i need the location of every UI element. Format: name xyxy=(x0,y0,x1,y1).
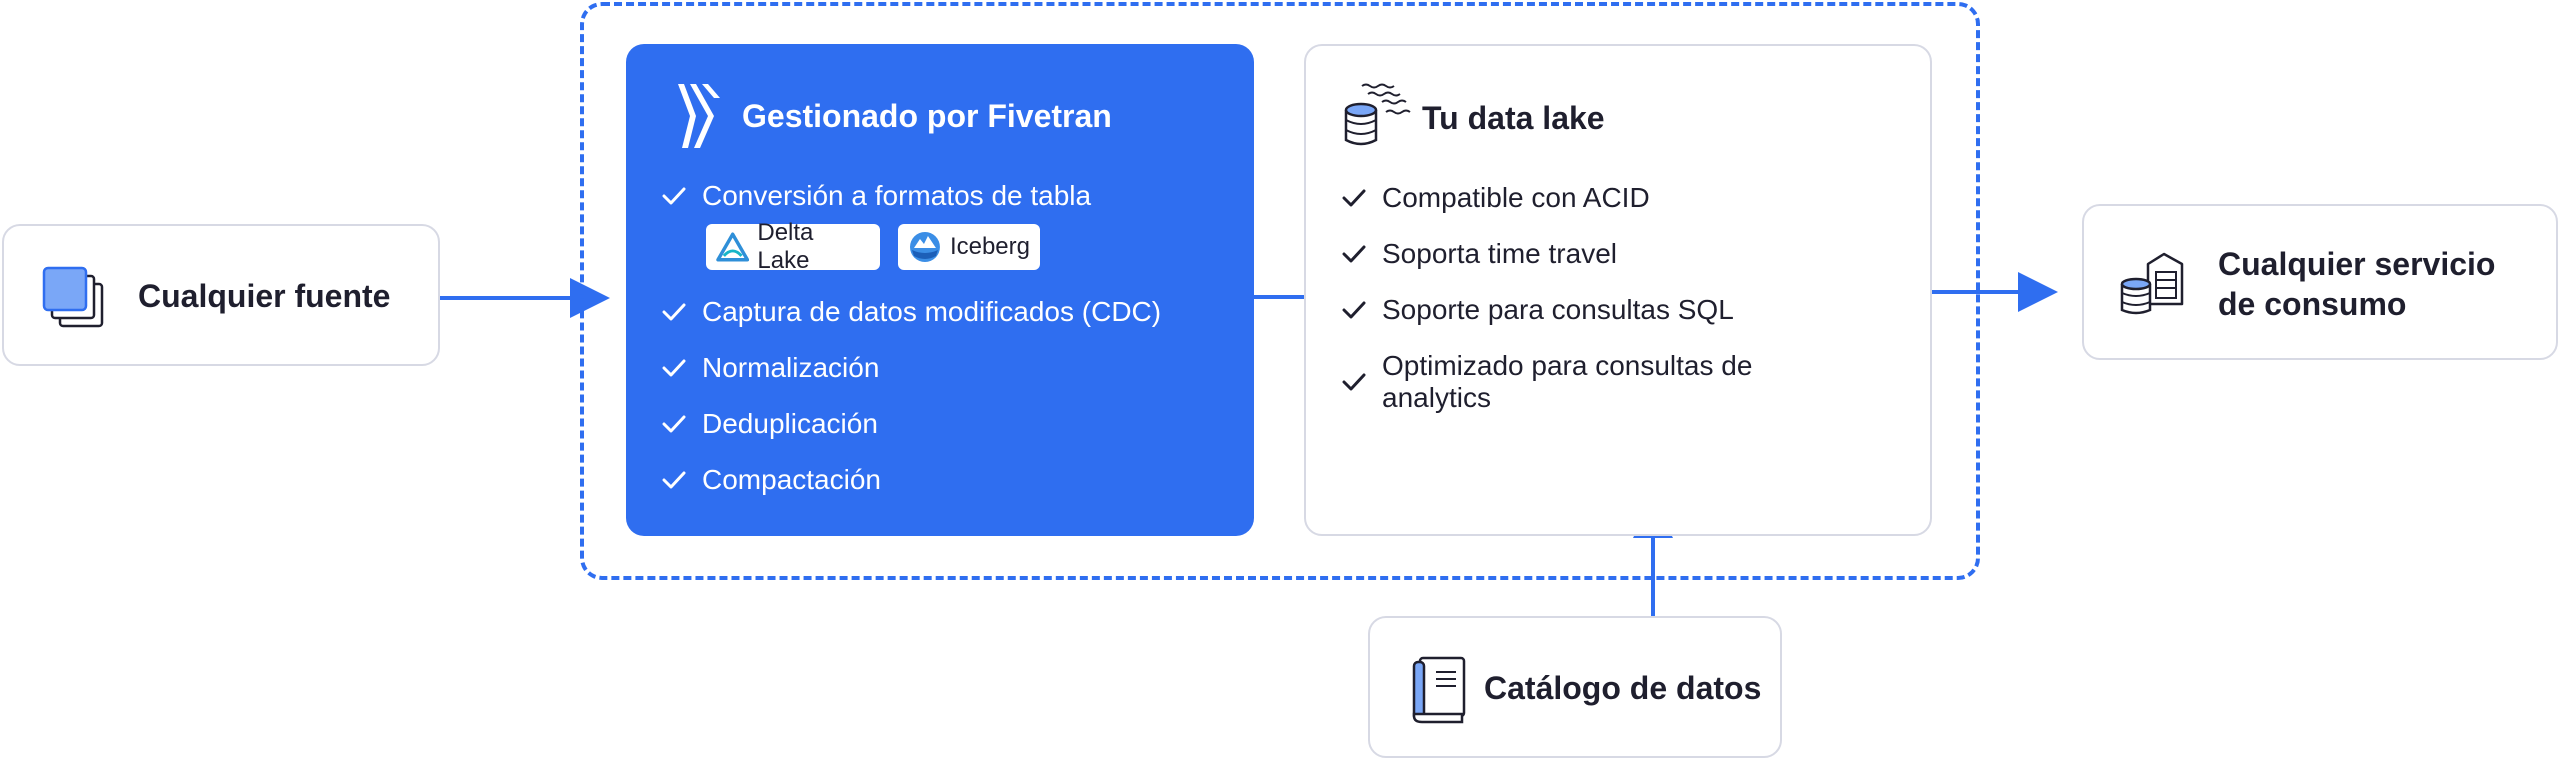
iceberg-label: Iceberg xyxy=(949,233,1030,260)
catalog-title: Catálogo de datos xyxy=(1484,670,1762,706)
list-item-label: Compatible con ACID xyxy=(1382,182,1650,213)
check-icon xyxy=(662,464,702,496)
source-title: Cualquier fuente xyxy=(138,278,391,314)
list-item-label: Compactación xyxy=(702,464,881,495)
list-item-label: Conversión a formatos de tabla xyxy=(702,180,1092,211)
delta-lake-label: Delta Lake xyxy=(757,219,814,274)
source-node: Cualquier fuente xyxy=(2,224,440,366)
list-item-label: Optimizado para consultas de analytics xyxy=(1382,350,1753,413)
layers-icon xyxy=(40,264,110,337)
consumer-title-line2: de consumo xyxy=(2218,286,2407,322)
check-icon xyxy=(1342,366,1382,398)
delta-lake-badge: Delta Lake xyxy=(706,219,880,274)
list-item-label: Soporta time travel xyxy=(1382,238,1617,269)
check-icon xyxy=(1342,238,1382,270)
check-icon xyxy=(1342,294,1382,326)
fivetran-managed-box: Gestionado por Fivetran Conversión a for… xyxy=(626,44,1254,536)
check-icon xyxy=(662,352,702,384)
iceberg-icon xyxy=(909,232,940,262)
list-item-label: Soporte para consultas SQL xyxy=(1382,294,1734,325)
check-icon xyxy=(1342,182,1382,214)
data-lake-title: Tu data lake xyxy=(1422,100,1605,136)
consumer-title-line1: Cualquier servicio xyxy=(2218,246,2496,282)
iceberg-badge: Iceberg xyxy=(898,224,1040,270)
check-icon xyxy=(662,180,702,212)
list-item-label: Normalización xyxy=(702,352,880,383)
list-item: Deduplicación xyxy=(662,408,878,440)
delta-lake-icon xyxy=(716,232,750,262)
database-server-icon xyxy=(2120,248,2186,323)
data-lake-feature-list: Compatible con ACID Soporta time travel … xyxy=(1342,46,1902,526)
list-item: Conversión a formatos de tabla xyxy=(662,180,1091,212)
list-item-label: Captura de datos modificados (CDC) xyxy=(702,296,1162,327)
list-item: Compactación xyxy=(662,464,881,496)
data-lake-box: Tu data lake Compatible con ACID Soporta… xyxy=(1304,44,1932,536)
list-item: Optimizado para consultas de analytics xyxy=(1342,350,1822,414)
book-icon xyxy=(1410,656,1468,729)
fivetran-feature-list: Conversión a formatos de tabla Captura d… xyxy=(662,44,1242,524)
pipeline-boundary xyxy=(580,2,1980,580)
check-icon xyxy=(662,296,702,328)
check-icon xyxy=(662,408,702,440)
fivetran-title: Gestionado por Fivetran xyxy=(742,98,1112,134)
catalog-node: Catálogo de datos xyxy=(1368,616,1782,758)
data-lake-icon xyxy=(1342,80,1412,155)
list-item: Compatible con ACID xyxy=(1342,182,1650,214)
list-item: Soporta time travel xyxy=(1342,238,1617,270)
list-item-label: Deduplicación xyxy=(702,408,878,439)
list-item: Soporte para consultas SQL xyxy=(1342,294,1734,326)
fivetran-logo-icon xyxy=(674,82,722,155)
list-item: Normalización xyxy=(662,352,879,384)
consumer-node: Cualquier servicio de consumo xyxy=(2082,204,2558,360)
list-item: Captura de datos modificados (CDC) xyxy=(662,296,1161,328)
